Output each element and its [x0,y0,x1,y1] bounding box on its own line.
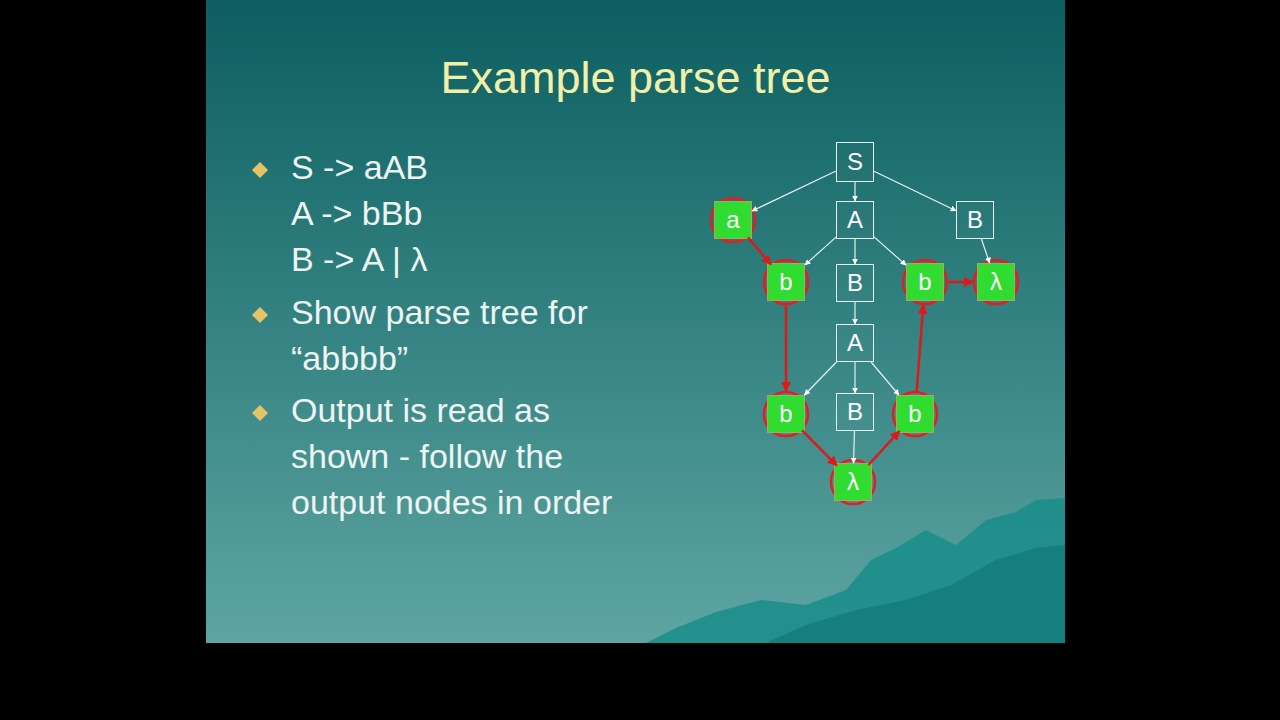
output-node: b [767,395,805,433]
tree-edge [805,237,836,265]
node-label: A [847,329,863,357]
bullet-diamond [252,162,268,178]
bullet-text: A -> bBb [291,190,631,236]
slide-title: Example parse tree [206,52,1065,104]
output-circle [764,260,808,304]
tree-edge [854,182,855,201]
reading-arrow [948,281,973,284]
bullet-diamond [252,307,268,323]
nonterminal-node: A [836,201,874,239]
output-node: b [896,395,934,433]
output-node: λ [834,463,872,501]
slide: Example parse tree S -> aABA -> bBbB -> … [206,0,1065,643]
output-circle [764,392,808,436]
reading-arrow [748,237,771,264]
node-label: λ [847,468,859,496]
output-circles [711,198,1018,504]
node-label: λ [990,268,1002,296]
node-label: b [779,268,792,296]
tree-edge [854,362,855,393]
bullet-item: Show parse tree for “abbbb” [291,289,631,381]
tree-edge [854,239,855,264]
output-circle [903,260,947,304]
node-label: B [967,206,983,234]
connector-layer [206,0,1065,643]
node-label: b [908,400,921,428]
tree-edge [752,171,836,211]
mountain-silhouette [766,545,1065,643]
output-circle [893,392,937,436]
reading-arrow [868,431,899,465]
tree-edge [874,171,956,211]
mountain-silhouette [646,498,1065,643]
reading-arrow [785,305,788,391]
nonterminal-node: S [836,142,874,182]
tree-edge [871,362,899,395]
node-label: S [847,148,863,176]
bullet-text: Output is read as shown - follow the out… [291,387,631,525]
tree-edge [853,431,855,463]
output-node: λ [977,263,1015,301]
bullet-text: B -> A | λ [291,236,631,282]
tree-edge [981,239,989,263]
bullet-text: S -> aAB [291,144,631,190]
nonterminal-node: B [836,264,874,302]
node-label: b [779,400,792,428]
node-label: b [918,268,931,296]
output-circle [831,460,875,504]
nonterminal-node: B [836,393,874,431]
bullet-diamond [252,405,268,421]
node-label: B [847,269,863,297]
output-node: b [767,263,805,301]
bullet-markers [252,162,268,421]
bullet-item: S -> aABA -> bBbB -> A | λ [291,144,631,282]
tree-edge [874,237,906,265]
output-node: b [906,263,944,301]
reading-arrow [917,305,924,391]
output-circle [711,198,755,242]
bullet-text: Show parse tree for “abbbb” [291,289,631,381]
tree-edge [804,362,836,395]
nonterminal-node: A [836,324,874,362]
node-label: B [847,398,863,426]
output-circle [974,260,1018,304]
node-label: A [847,206,863,234]
output-node: a [714,201,752,239]
node-label: a [726,206,739,234]
bullet-item: Output is read as shown - follow the out… [291,387,631,525]
reading-arrow [802,430,837,465]
tree-edge [854,302,855,324]
nonterminal-node: B [956,201,994,239]
